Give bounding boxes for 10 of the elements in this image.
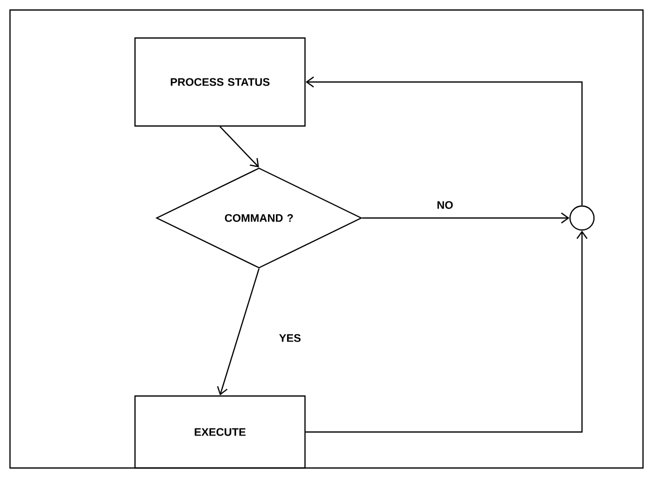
arrow xyxy=(217,268,260,396)
process-box: PROCESS STATUS xyxy=(134,37,306,127)
edge-label: YES xyxy=(278,333,302,343)
arrow xyxy=(362,212,570,224)
arrow xyxy=(220,126,259,168)
edge-label: NO xyxy=(436,200,454,210)
arrow xyxy=(306,230,588,433)
junction-circle xyxy=(569,205,595,231)
process-box: EXECUTE xyxy=(134,395,306,469)
arrow xyxy=(306,76,583,206)
